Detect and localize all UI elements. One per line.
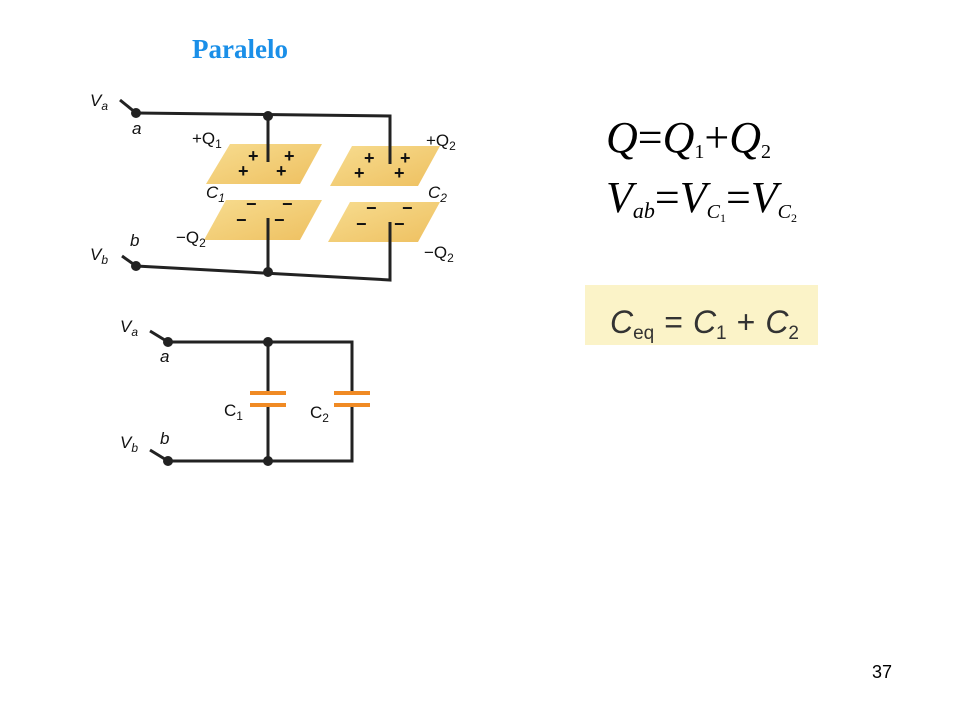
va-label: Va xyxy=(90,91,108,113)
svg-text:−: − xyxy=(394,214,405,234)
svg-text:Vab=VC1=VC2: Vab=VC1=VC2 xyxy=(606,173,797,225)
node-b-dot xyxy=(131,261,141,271)
sch-node-a-dot xyxy=(163,337,173,347)
ceq-background xyxy=(585,285,818,345)
equation-charge: Q=Q1+Q2 xyxy=(606,113,771,163)
equation-ceq-box: Ceq=C1+C2 xyxy=(585,285,818,345)
c2-minus-signs: − − − − xyxy=(356,198,413,234)
c1-minus-signs: − − − − xyxy=(236,194,293,230)
sch-bottom-junction-dot xyxy=(263,456,273,466)
svg-text:+: + xyxy=(276,161,287,181)
c1-top-plate xyxy=(206,144,322,184)
sch-node-b-dot xyxy=(163,456,173,466)
svg-text:+: + xyxy=(364,148,375,168)
minus-q-c2-label: −Q2 xyxy=(424,243,454,265)
svg-text:+: + xyxy=(400,148,411,168)
sch-va-label: Va xyxy=(120,317,138,339)
svg-text:−: − xyxy=(236,210,247,230)
vb-label: Vb xyxy=(90,245,108,267)
c2-plus-signs: + + + + xyxy=(354,148,411,183)
svg-text:Ceq=C1+C2: Ceq=C1+C2 xyxy=(610,304,799,344)
sch-bottom-wire xyxy=(168,406,354,463)
node-a-label: a xyxy=(132,119,141,138)
svg-text:+: + xyxy=(354,163,365,183)
sch-node-a-label: a xyxy=(160,347,169,366)
sch-node-b-label: b xyxy=(160,429,169,448)
svg-text:+: + xyxy=(394,163,405,183)
sch-top-junction-dot xyxy=(263,337,273,347)
schematic-wires xyxy=(149,329,354,463)
svg-text:Q=Q1+Q2: Q=Q1+Q2 xyxy=(606,113,771,163)
svg-text:−: − xyxy=(246,194,257,214)
svg-text:−: − xyxy=(402,198,413,218)
c1-label: C1 xyxy=(206,183,225,205)
svg-text:−: − xyxy=(366,198,377,218)
sch-c2-label: C2 xyxy=(310,403,329,425)
plate-wires xyxy=(119,98,392,282)
sch-top-wire xyxy=(168,340,354,392)
slide-title: Paralelo xyxy=(192,34,288,64)
plus-q2-label: +Q2 xyxy=(426,131,456,153)
minus-q-c1-label: −Q2 xyxy=(176,228,206,250)
plus-q1-label: +Q1 xyxy=(192,129,222,151)
equation-voltage: Vab=VC1=VC2 xyxy=(606,173,797,225)
c1-bottom-plate xyxy=(204,200,322,240)
sch-c1-label: C1 xyxy=(224,401,243,423)
node-b-label: b xyxy=(130,231,139,250)
svg-text:+: + xyxy=(284,146,295,166)
c1-plus-signs: + + + + xyxy=(238,146,295,181)
svg-text:+: + xyxy=(248,146,259,166)
c2-label: C2 xyxy=(428,183,447,205)
svg-text:+: + xyxy=(238,161,249,181)
svg-text:−: − xyxy=(356,214,367,234)
plate-diagram: + + + + + + + + − − − − − − − − Va a Vb … xyxy=(90,91,456,282)
svg-text:−: − xyxy=(282,194,293,214)
schematic-capacitors xyxy=(250,391,370,407)
page-number: 37 xyxy=(872,662,893,682)
node-a-dot xyxy=(131,108,141,118)
sch-vb-label: Vb xyxy=(120,433,138,455)
schematic-diagram: Va a Vb b C1 C2 xyxy=(120,317,370,466)
c2-bottom-plate xyxy=(328,202,440,242)
svg-text:−: − xyxy=(274,210,285,230)
c2-top-plate xyxy=(330,146,440,186)
